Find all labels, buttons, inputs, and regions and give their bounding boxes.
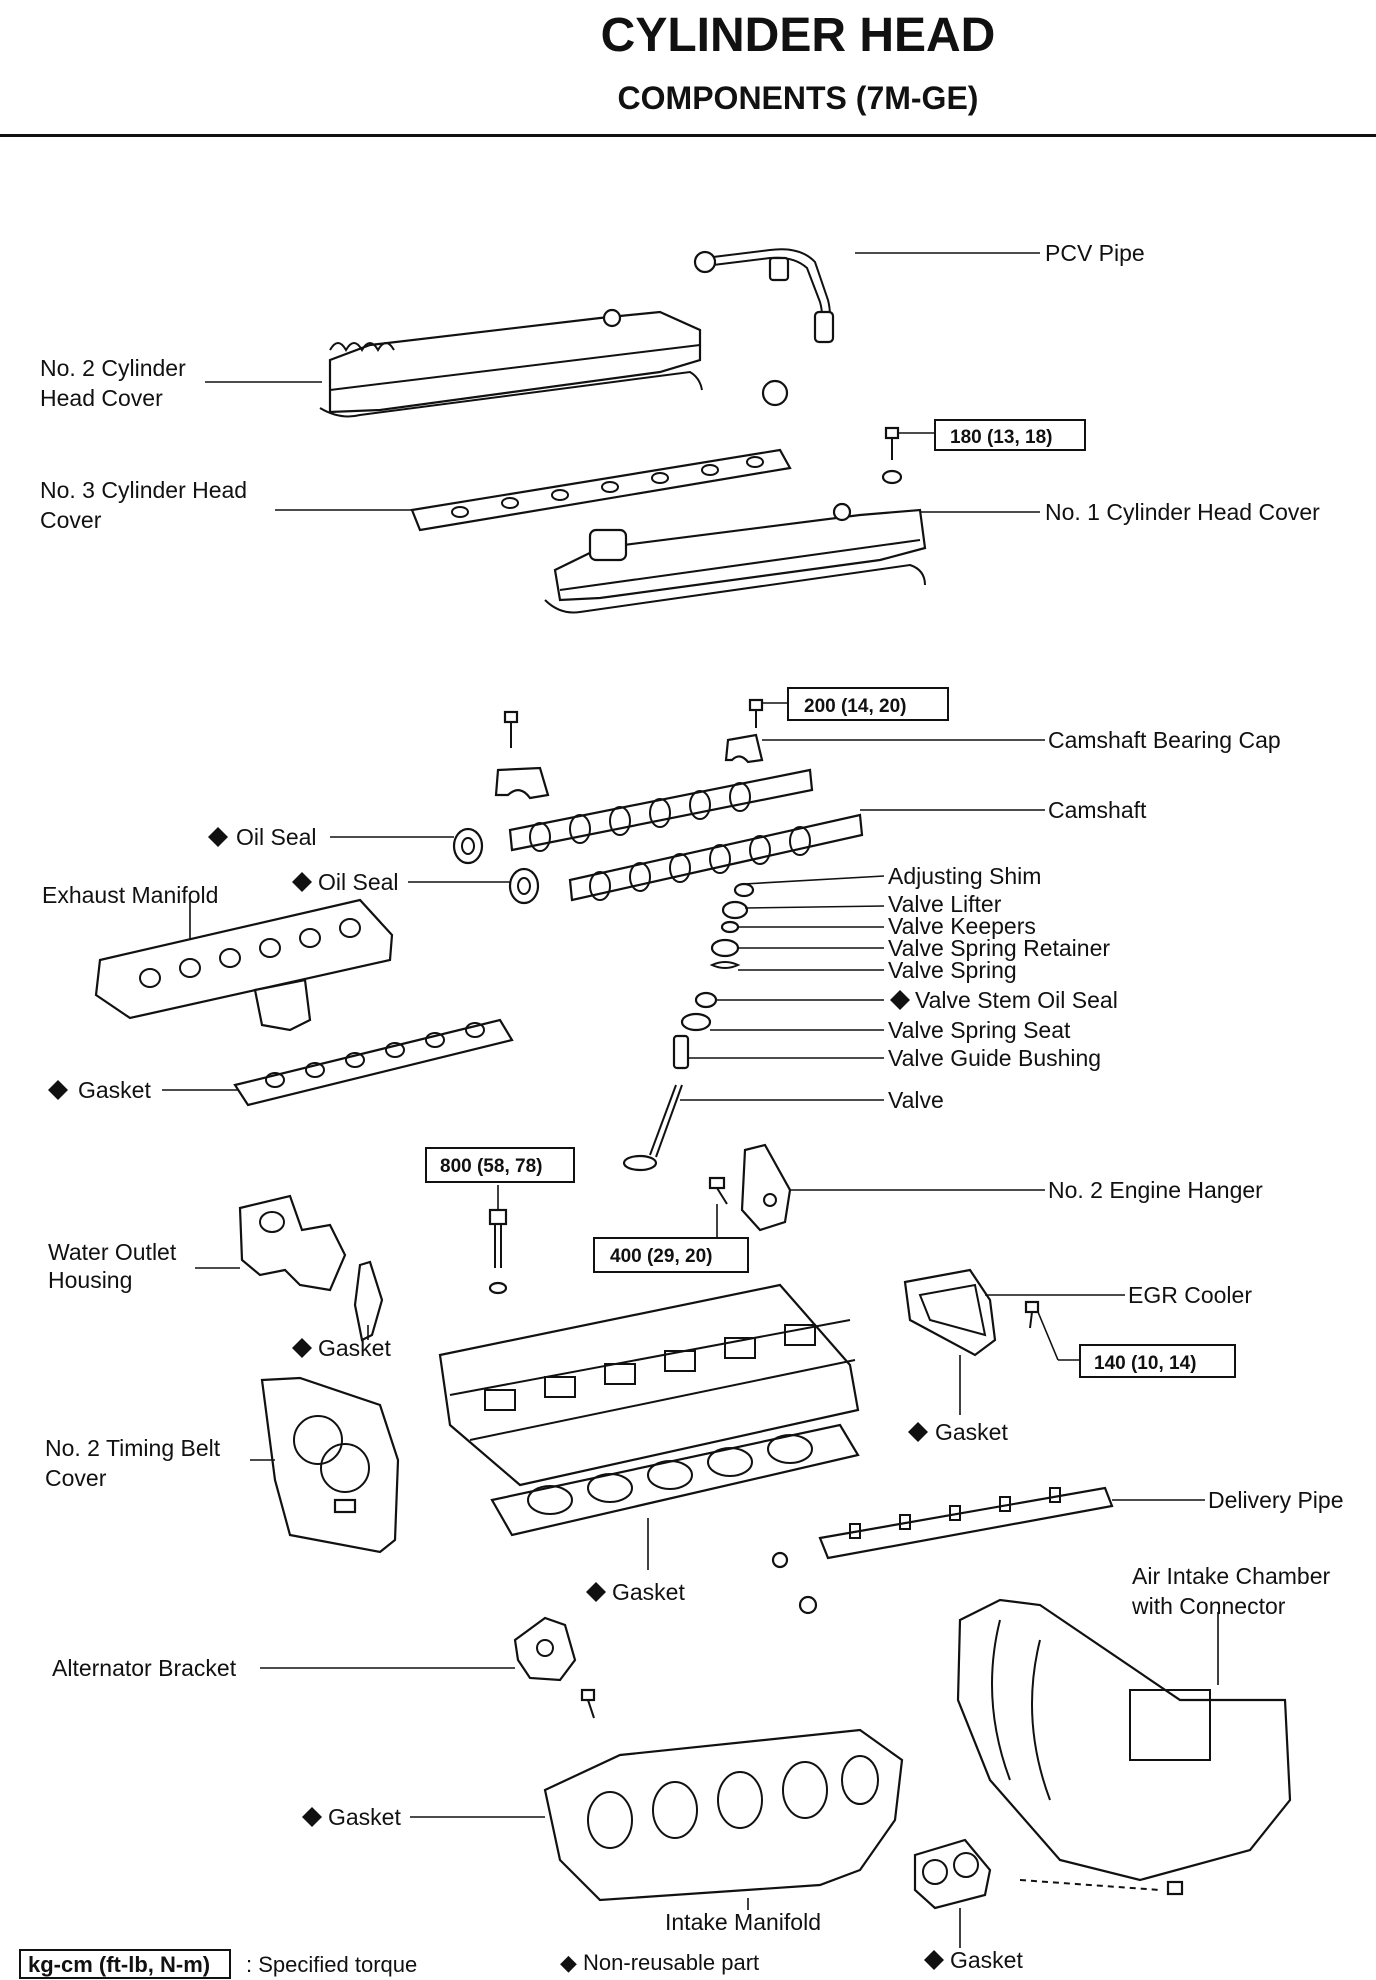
exhaust-gasket-part <box>233 1018 514 1107</box>
label-valve: Valve <box>888 1087 944 1113</box>
nonreusable-diamond-icon <box>890 990 910 1010</box>
label-delivery-pipe: Delivery Pipe <box>1208 1487 1344 1513</box>
label-oil-seal-2: Oil Seal <box>318 869 399 895</box>
no2-timing-belt-cover-part <box>260 1376 400 1554</box>
nonreusable-diamond-icon <box>586 1582 606 1602</box>
water-outlet-housing-part <box>238 1194 384 1342</box>
torque-spec-140: 140 (10, 14) <box>1079 1344 1236 1378</box>
label-gasket-intake: Gasket <box>328 1804 401 1830</box>
egr-cooler-part <box>903 1268 1040 1357</box>
legend-torque-key: kg-cm (ft-lb, N-m) <box>28 1952 210 1977</box>
label-oil-seal-1: Oil Seal <box>236 824 317 850</box>
label-valve-stem-oil-seal: Valve Stem Oil Seal <box>915 987 1118 1013</box>
nonreusable-diamond-icon <box>292 872 312 892</box>
cylinder-head-gasket-part <box>490 1423 860 1537</box>
label-no2-cylinder-head-cover: No. 2 Cylinder <box>40 355 186 381</box>
air-intake-chamber-part <box>913 1598 1292 1910</box>
label-exhaust-manifold: Exhaust Manifold <box>42 882 218 908</box>
label-valve-lifter: Valve Lifter <box>888 891 1002 917</box>
label-intake-manifold: Intake Manifold <box>665 1909 821 1935</box>
label-no2-cylinder-head-cover-line2: Head Cover <box>40 385 163 411</box>
label-gasket-head: Gasket <box>612 1579 685 1605</box>
label-valve-keepers: Valve Keepers <box>888 913 1036 939</box>
label-gasket-water-outlet: Gasket <box>318 1335 391 1361</box>
pcv-grommet-part <box>761 379 789 407</box>
torque-spec-800: 800 (58, 78) <box>425 1147 575 1183</box>
label-valve-spring-retainer: Valve Spring Retainer <box>888 935 1110 961</box>
torque-spec-200: 200 (14, 20) <box>787 687 949 721</box>
legend-torque-desc: : Specified torque <box>246 1952 417 1977</box>
torque-spec-180: 180 (13, 18) <box>934 419 1086 451</box>
legend: kg-cm (ft-lb, N-m) : Specified torque <box>19 1949 417 1979</box>
cylinder-head-part <box>438 1283 860 1487</box>
label-gasket-exhaust: Gasket <box>78 1077 151 1103</box>
label-no1-cylinder-head-cover: No. 1 Cylinder Head Cover <box>1045 499 1320 525</box>
label-air-intake-chamber-line2: with Connector <box>1131 1593 1286 1619</box>
label-camshaft-bearing-cap: Camshaft Bearing Cap <box>1048 727 1281 753</box>
label-pcv-pipe: PCV Pipe <box>1045 240 1145 266</box>
label-no3-cylinder-head-cover-line2: Cover <box>40 507 102 533</box>
head-cover-bolt-part <box>881 426 903 485</box>
pcv-pipe-part <box>693 248 835 344</box>
no3-cylinder-head-cover-part <box>410 448 792 532</box>
nonreusable-diamond-icon <box>292 1338 312 1358</box>
label-gasket-egr: Gasket <box>935 1419 1008 1445</box>
page-subtitle: COMPONENTS (7M-GE) <box>617 80 979 116</box>
label-air-intake-chamber: Air Intake Chamber <box>1132 1563 1330 1589</box>
valve-train-stack-part <box>622 882 755 1172</box>
header-rule <box>0 134 1376 137</box>
nonreusable-diamond-icon: ◆ <box>560 1950 577 1975</box>
page-title: CYLINDER HEAD <box>600 9 996 62</box>
label-valve-spring-seat: Valve Spring Seat <box>888 1017 1071 1043</box>
svg-text:200 (14, 20): 200 (14, 20) <box>804 696 906 717</box>
label-adjusting-shim: Adjusting Shim <box>888 863 1041 889</box>
label-valve-guide-bushing: Valve Guide Bushing <box>888 1045 1101 1071</box>
label-no3-cylinder-head-cover: No. 3 Cylinder Head <box>40 477 247 503</box>
leader-lines <box>162 252 1219 1948</box>
alternator-bracket-part <box>513 1616 596 1719</box>
cylinder-head-bolt-part <box>488 1208 508 1295</box>
no2-cylinder-head-cover-part <box>319 308 703 418</box>
legend-nonreusable: ◆ Non-reusable part <box>560 1950 759 1976</box>
label-gasket-chamber: Gasket <box>950 1947 1023 1973</box>
label-egr-cooler: EGR Cooler <box>1128 1282 1252 1308</box>
label-no2-timing-belt-cover-line2: Cover <box>45 1465 107 1491</box>
label-alternator-bracket: Alternator Bracket <box>52 1655 237 1681</box>
camshaft-part <box>508 768 864 902</box>
svg-text:400 (29, 20): 400 (29, 20) <box>610 1246 712 1267</box>
label-water-outlet-housing: Water Outlet <box>48 1239 177 1265</box>
nonreusable-diamond-icon <box>48 1080 68 1100</box>
svg-text:140 (10, 14): 140 (10, 14) <box>1094 1353 1196 1374</box>
no2-engine-hanger-part <box>708 1143 792 1232</box>
exhaust-manifold-part <box>94 898 394 1032</box>
nonreusable-diamond-icon <box>208 827 228 847</box>
delivery-pipe-part <box>771 1486 1114 1615</box>
oil-seal-part <box>452 827 540 905</box>
label-camshaft: Camshaft <box>1048 797 1147 823</box>
label-no2-timing-belt-cover: No. 2 Timing Belt <box>45 1435 221 1461</box>
svg-text:180 (13, 18): 180 (13, 18) <box>950 427 1052 448</box>
intake-manifold-part <box>543 1728 904 1902</box>
nonreusable-diamond-icon <box>908 1422 928 1442</box>
label-water-outlet-housing-line2: Housing <box>48 1267 132 1293</box>
no1-cylinder-head-cover-part <box>544 502 927 614</box>
camshaft-bearing-cap-part <box>494 698 764 800</box>
nonreusable-diamond-icon <box>924 1950 944 1970</box>
label-no2-engine-hanger: No. 2 Engine Hanger <box>1048 1177 1263 1203</box>
svg-text:800 (58, 78): 800 (58, 78) <box>440 1156 542 1177</box>
label-valve-spring: Valve Spring <box>888 957 1017 983</box>
torque-spec-400: 400 (29, 20) <box>593 1237 749 1273</box>
legend-nonreusable-text: Non-reusable part <box>583 1950 760 1975</box>
nonreusable-diamond-icon <box>302 1807 322 1827</box>
